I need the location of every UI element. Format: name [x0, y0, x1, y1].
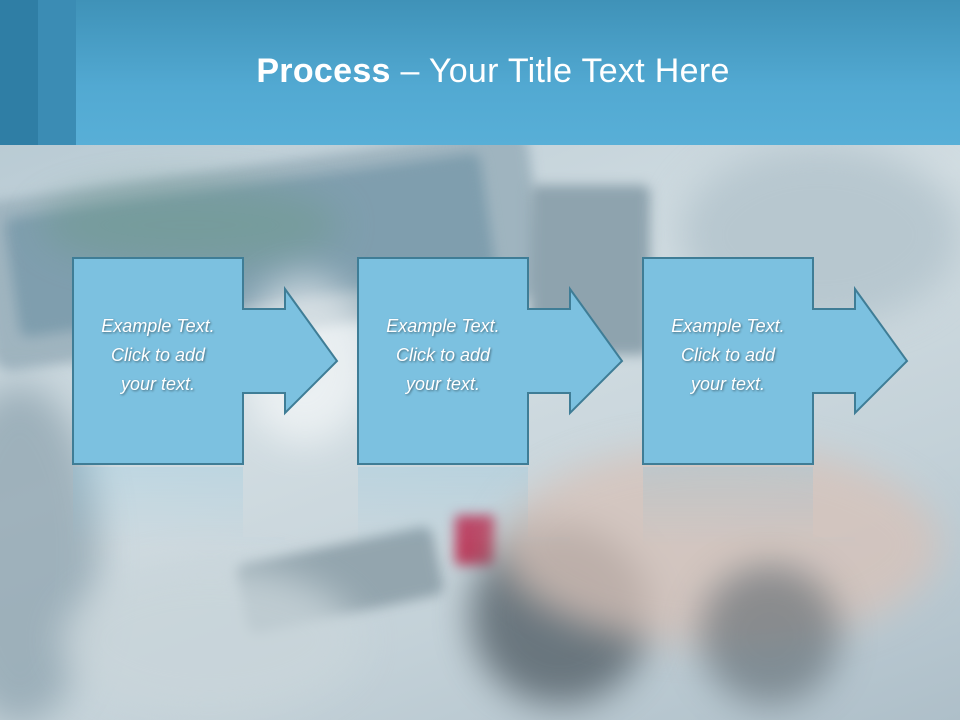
- process-step-2[interactable]: Example Text. Click to add your text.: [357, 257, 624, 465]
- accent-stripe: [0, 0, 38, 145]
- step-line: your text.: [690, 374, 766, 394]
- step-line: Click to add: [395, 345, 491, 365]
- step-line: your text.: [120, 374, 196, 394]
- arrow-block-shape: [357, 257, 624, 465]
- arrow-block-shape: [642, 257, 909, 465]
- step-reflection: [358, 467, 582, 547]
- slide-title[interactable]: Process – Your Title Text Here: [0, 52, 960, 91]
- process-step-3[interactable]: Example Text. Click to add your text.: [642, 257, 909, 465]
- accent-stripe: [38, 0, 76, 145]
- arrow-block-shape: [72, 257, 339, 465]
- step-line: Example Text.: [101, 316, 215, 336]
- step-reflection: [73, 467, 297, 547]
- process-step-1[interactable]: Example Text. Click to add your text.: [72, 257, 339, 465]
- title-banner: Process – Your Title Text Here: [0, 0, 960, 145]
- title-rest: – Your Title Text Here: [390, 52, 730, 90]
- step-text[interactable]: Example Text. Click to add your text.: [642, 312, 814, 399]
- step-line: your text.: [405, 374, 481, 394]
- step-text[interactable]: Example Text. Click to add your text.: [357, 312, 529, 399]
- step-reflection: [643, 467, 867, 547]
- step-text[interactable]: Example Text. Click to add your text.: [72, 312, 244, 399]
- step-line: Example Text.: [386, 316, 500, 336]
- title-bold: Process: [256, 52, 391, 90]
- step-line: Example Text.: [671, 316, 785, 336]
- step-line: Click to add: [110, 345, 206, 365]
- step-line: Click to add: [680, 345, 776, 365]
